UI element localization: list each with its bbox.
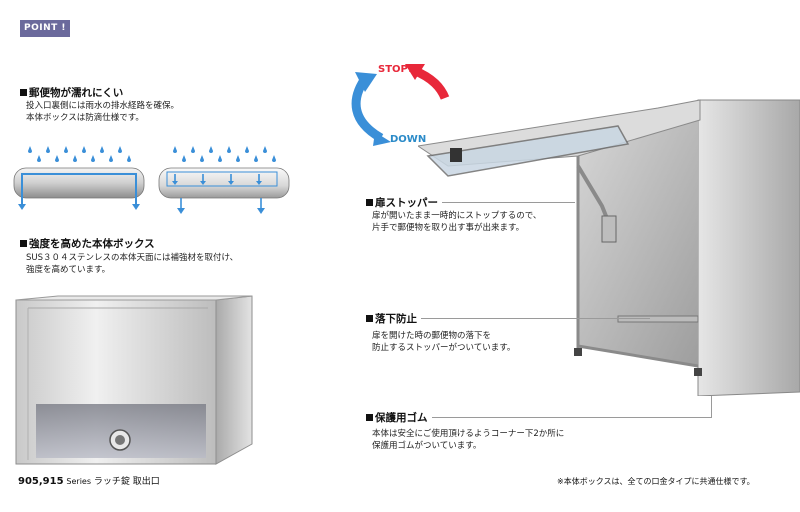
rubber-heading: 保護用ゴム — [366, 410, 432, 425]
rain-drain-illustration-left — [13, 146, 145, 210]
stop-label: STOP!! — [378, 64, 417, 75]
stopper-description: 扉が開いたまま一時的にストップするので、 片手で郵便物を取り出す事が出来ます。 — [372, 211, 542, 233]
fall-heading: 落下防止 — [366, 311, 421, 326]
square-bullet-icon — [366, 414, 373, 421]
fall-description: 扉を開けた時の郵便物の落下を 防止するストッパーがついています。 — [372, 331, 516, 353]
stopper-heading: 扉ストッパー — [366, 195, 442, 210]
fall-callout-line — [410, 318, 650, 319]
wet-heading: 郵便物が濡れにくい — [20, 85, 123, 100]
rain-drain-illustration-right — [158, 146, 290, 214]
stopper-callout-line — [415, 202, 575, 203]
rubber-callout-riser — [711, 396, 712, 418]
square-bullet-icon — [20, 89, 27, 96]
wet-description: 投入口裏側には雨水の排水経路を確保。 本体ボックスは防滴仕様です。 — [26, 101, 180, 123]
footnote: ※本体ボックスは、全ての口金タイプに共通仕様です。 — [557, 477, 755, 486]
square-bullet-icon — [20, 240, 27, 247]
mailbox-product-image — [15, 295, 253, 465]
square-bullet-icon — [366, 199, 373, 206]
point-badge: POINT ! — [20, 20, 70, 37]
rubber-callout-line — [430, 417, 712, 418]
door-motion-arrows — [351, 64, 450, 146]
strength-heading: 強度を高めた本体ボックス — [20, 236, 155, 251]
strength-description: SUS３０４ステンレスの本体天面には補強材を取付け、 強度を高めています。 — [26, 253, 239, 275]
product-caption: 905,915 Series ラッチ錠 取出口 — [18, 476, 160, 487]
rubber-description: 本体は安全にご使用頂けるようコーナー下2か所に 保護用ゴムがついています。 — [372, 429, 565, 451]
open-mailbox-image — [418, 99, 800, 396]
square-bullet-icon — [366, 315, 373, 322]
down-label: DOWN — [390, 134, 427, 145]
